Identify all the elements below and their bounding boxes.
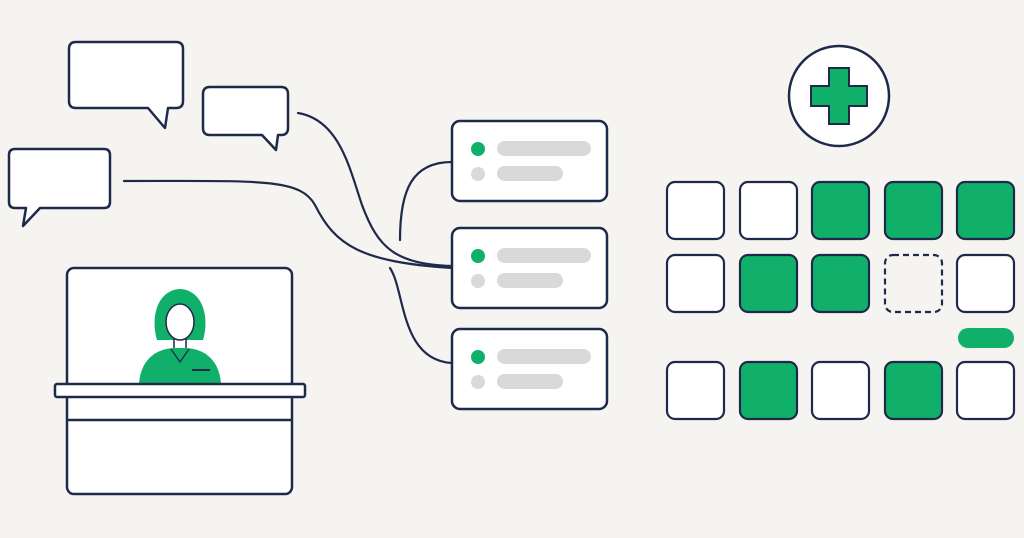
receptionist-icon <box>139 289 221 384</box>
placeholder-dot <box>471 375 485 389</box>
calendar-slot-empty[interactable] <box>738 180 799 241</box>
calendar-slot-filled[interactable] <box>810 180 871 241</box>
calendar-slot-filled[interactable] <box>883 180 944 241</box>
speech-bubble-icon <box>67 40 185 130</box>
message-card[interactable] <box>450 327 609 411</box>
desk-counter <box>53 382 307 399</box>
message-card[interactable] <box>450 226 609 310</box>
placeholder-line <box>497 248 591 263</box>
calendar-slot-filled[interactable] <box>955 180 1016 241</box>
placeholder-dot <box>471 274 485 288</box>
calendar-slot-filled[interactable] <box>738 253 799 314</box>
connector-lines <box>122 111 454 365</box>
placeholder-line <box>497 349 591 364</box>
connector-line <box>296 111 454 268</box>
calendar-slot-empty[interactable] <box>665 180 726 241</box>
calendar-slot-empty[interactable] <box>955 360 1016 421</box>
status-dot <box>471 142 485 156</box>
message-card[interactable] <box>450 119 609 203</box>
reception-desk <box>53 266 307 496</box>
speech-bubble-icon <box>201 85 290 152</box>
message-cards <box>450 119 609 411</box>
connector-line <box>398 160 454 242</box>
calendar-slot-filled[interactable] <box>883 360 944 421</box>
placeholder-line <box>497 166 563 181</box>
card-frame <box>450 226 609 310</box>
calendar-slot-pending[interactable] <box>883 253 944 314</box>
status-dot <box>471 249 485 263</box>
placeholder-line <box>497 273 563 288</box>
calendar-slot-empty[interactable] <box>665 360 726 421</box>
calendar-slot-empty[interactable] <box>665 253 726 314</box>
time-indicator-pill <box>958 328 1014 348</box>
connector-line <box>388 266 454 365</box>
card-frame <box>450 119 609 203</box>
placeholder-line <box>497 374 563 389</box>
placeholder-dot <box>471 167 485 181</box>
calendar-slot-filled[interactable] <box>738 360 799 421</box>
status-dot <box>471 350 485 364</box>
schedule-grid <box>665 180 1016 421</box>
card-frame <box>450 327 609 411</box>
medical-cross-icon <box>787 44 891 148</box>
placeholder-line <box>497 141 591 156</box>
speech-bubble-icon <box>7 147 112 228</box>
calendar-slot-filled[interactable] <box>810 253 871 314</box>
calendar-slot-empty[interactable] <box>955 253 1016 314</box>
connector-line <box>122 179 454 270</box>
calendar-slot-empty[interactable] <box>810 360 871 421</box>
